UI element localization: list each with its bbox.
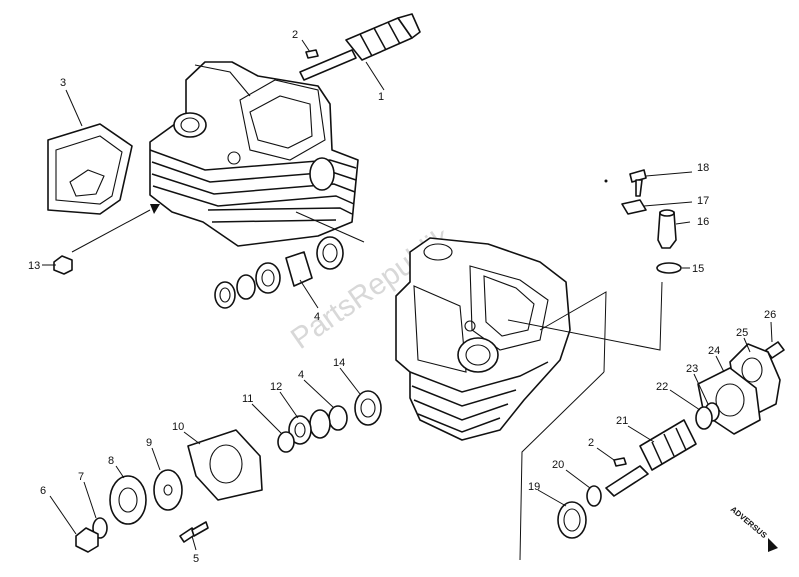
camshaft-21 bbox=[605, 419, 697, 497]
callout-label: 12 bbox=[270, 381, 282, 393]
callout-label: 4 bbox=[298, 369, 304, 381]
washer-9 bbox=[153, 469, 183, 511]
seal-22 bbox=[695, 406, 713, 430]
bracket-17 bbox=[621, 199, 647, 215]
leader-center-15 bbox=[507, 281, 663, 351]
flange-10 bbox=[187, 429, 263, 501]
callout-label: 22 bbox=[656, 381, 668, 393]
bearing-14 bbox=[354, 390, 382, 426]
bearing-19 bbox=[557, 501, 587, 539]
callout-label: 24 bbox=[708, 345, 720, 357]
camshaft-upper bbox=[299, 13, 421, 81]
callout-label: 14 bbox=[333, 357, 345, 369]
callout-label: 23 bbox=[686, 363, 698, 375]
assembly-arrow bbox=[71, 204, 160, 253]
callout-label: 2 bbox=[292, 29, 298, 41]
key-lower bbox=[613, 457, 627, 467]
callout-label: 18 bbox=[697, 162, 709, 174]
callout-label: 15 bbox=[692, 263, 704, 275]
bolt-5 bbox=[179, 521, 209, 543]
callout-labels: 1 2 3 13 4 18 17 16 15 26 25 24 23 22 21… bbox=[28, 29, 776, 565]
callout-label: 7 bbox=[78, 471, 84, 483]
callout-label: 5 bbox=[193, 553, 199, 565]
dot-mark bbox=[604, 179, 608, 183]
cylinder-head-upper bbox=[149, 61, 359, 247]
oring-15 bbox=[656, 262, 682, 274]
bearing-12 bbox=[288, 415, 312, 445]
leader-lines bbox=[42, 39, 773, 551]
callout-label: 1 bbox=[378, 91, 384, 103]
callout-label: 8 bbox=[108, 455, 114, 467]
nut-6 bbox=[75, 527, 99, 553]
valve-cover bbox=[47, 123, 133, 215]
callout-label: 19 bbox=[528, 481, 540, 493]
bearing-set-upper bbox=[214, 236, 344, 309]
callout-label: 13 bbox=[28, 260, 40, 272]
callout-label: 9 bbox=[146, 437, 152, 449]
leader-head-bearing bbox=[295, 211, 365, 243]
nut-13 bbox=[53, 255, 73, 275]
callout-label: 17 bbox=[697, 195, 709, 207]
sensor-16 bbox=[657, 209, 677, 249]
cylinder-head-center bbox=[395, 237, 571, 441]
leader-frame-bottom bbox=[519, 371, 605, 561]
callout-label: 26 bbox=[764, 309, 776, 321]
bearing-set-lower bbox=[309, 405, 348, 439]
spacer-11 bbox=[277, 431, 295, 453]
callout-label: 2 bbox=[588, 437, 594, 449]
sprocket-8 bbox=[109, 475, 147, 525]
callout-label: 11 bbox=[242, 393, 253, 405]
bolt-18 bbox=[629, 169, 647, 197]
callout-label: 4 bbox=[314, 311, 320, 323]
washer-20 bbox=[586, 485, 602, 507]
callout-label: 3 bbox=[60, 77, 66, 89]
callout-label: 20 bbox=[552, 459, 564, 471]
callout-label: 25 bbox=[736, 327, 748, 339]
callout-label: 21 bbox=[616, 415, 628, 427]
callout-label: 6 bbox=[40, 485, 46, 497]
adversus-text: ADVERSUS bbox=[729, 505, 769, 541]
callout-label: 16 bbox=[697, 216, 709, 228]
key-upper bbox=[305, 49, 319, 59]
leader-center-frame bbox=[539, 291, 607, 373]
adversus-stamp: ADVERSUS bbox=[729, 505, 778, 552]
callout-label: 10 bbox=[172, 421, 184, 433]
